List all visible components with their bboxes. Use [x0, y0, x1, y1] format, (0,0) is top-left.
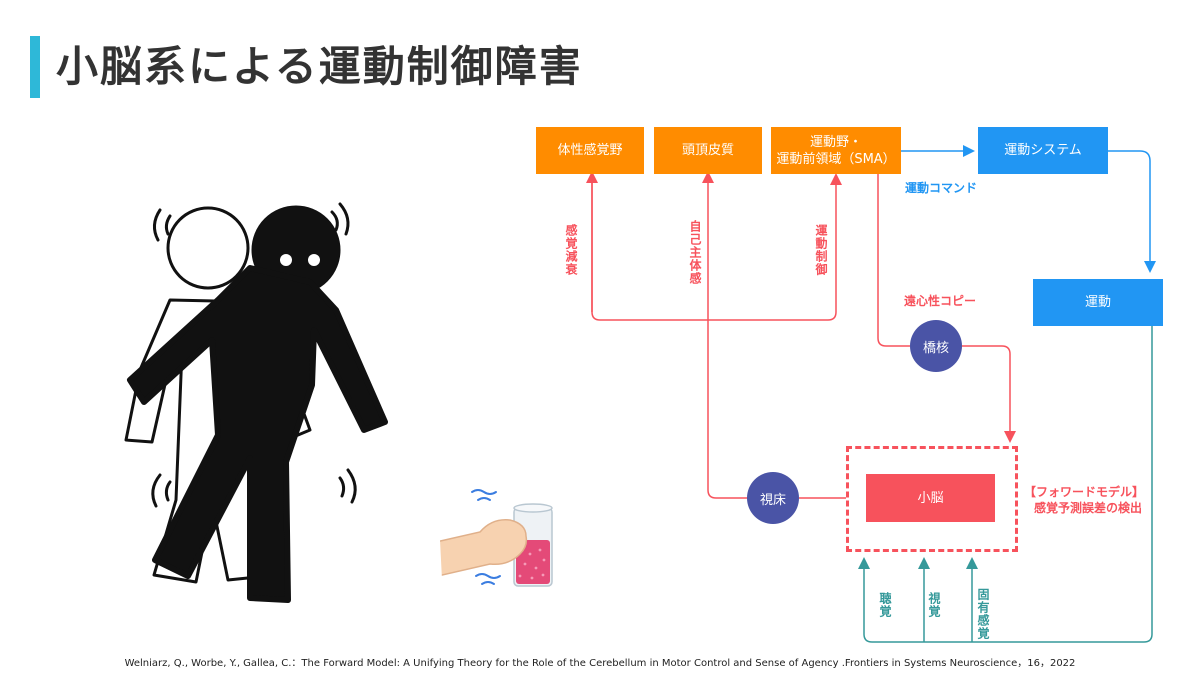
sensory-attenuation-label: 感覚減衰 — [564, 224, 578, 276]
pons-node: 橋核 — [910, 320, 962, 372]
hearing-label: 聴覚 — [878, 592, 892, 618]
tremor-figure-illustration — [124, 202, 388, 603]
proprioception-label: 固有感覚 — [976, 588, 990, 640]
thalamus-node: 視床 — [747, 472, 799, 524]
cerebellum-label: 小脳 — [917, 490, 944, 506]
somatosensory-cortex-box: 体性感覚野 — [536, 127, 644, 174]
movement-box: 運動 — [1033, 279, 1163, 326]
parietal-cortex-box: 頭頂皮質 — [654, 127, 762, 174]
thalamus-label: 視床 — [759, 492, 786, 508]
pons-label: 橋核 — [922, 340, 949, 356]
forward-model-subtitle: 感覚予測誤差の検出 — [1034, 501, 1143, 515]
parietal-cortex-label: 頭頂皮質 — [681, 143, 734, 158]
title-accent-bar — [30, 36, 40, 98]
motor-cortex-box: 運動野・ 運動前領域（SMA） — [771, 127, 901, 174]
cerebellum-box: 小脳 — [866, 474, 995, 522]
motor-system-label: 運動システム — [1004, 143, 1082, 158]
motor-control-label: 運動制御 — [814, 224, 828, 276]
motor-system-box: 運動システム — [978, 127, 1108, 174]
shaking-hand-cup-illustration — [434, 489, 553, 587]
forward-model-title: 【フォワードモデル】 — [1024, 485, 1145, 499]
efference-copy-label: 遠心性コピー — [904, 294, 977, 308]
page-title: 小脳系による運動制御障害 — [56, 42, 583, 91]
motor-command-label: 運動コマンド — [905, 181, 978, 195]
motor-cortex-label-line1: 運動野・ — [809, 134, 862, 150]
citation: Welniarz, Q., Worbe, Y., Gallea, C.：The … — [124, 658, 1076, 669]
sense-of-agency-label: 自己主体感 — [688, 220, 702, 285]
somatosensory-cortex-label: 体性感覚野 — [557, 143, 623, 158]
vision-label: 視覚 — [927, 592, 941, 618]
forward-model-dashed-frame — [846, 446, 1018, 552]
movement-label: 運動 — [1084, 295, 1111, 310]
motor-cortex-label-line2: 運動前領域（SMA） — [776, 151, 896, 167]
